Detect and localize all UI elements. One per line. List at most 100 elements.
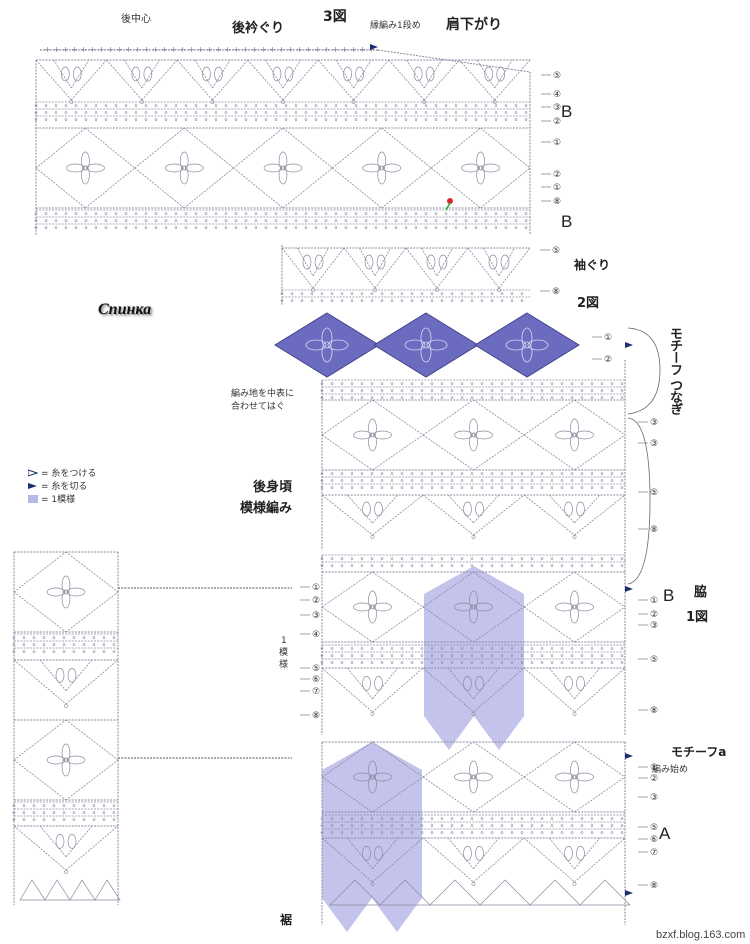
chain-dot [314,212,318,215]
chain-dot [334,118,338,121]
chain-dot [254,111,258,114]
stitch-line [39,825,67,858]
chain-dot [440,661,444,664]
motif-petal [420,341,432,363]
chain-dot [340,557,344,560]
stitch-line [574,494,626,536]
chain-dot [82,643,86,646]
chain-dot [450,389,454,392]
chain-dot [52,650,56,653]
chain-dot [330,817,334,820]
chain-dot [324,219,328,222]
chain-dot [435,288,439,292]
stitch-line [422,741,474,778]
chain-dot [62,636,66,639]
stitch-line [473,667,500,700]
row-number: ③ [650,621,658,631]
chain-dot [330,654,334,657]
chain-dot [124,226,128,229]
chain-dot [124,212,128,215]
chain-dot [244,212,248,215]
chain-dot [450,817,454,820]
chain-dot [540,479,544,482]
chain-dot [540,389,544,392]
chain-dot [370,472,374,475]
chain-dot [114,104,118,107]
stitch-line [70,59,90,89]
flower-petal [61,575,71,595]
chain-dot [64,104,68,107]
stitch-line [134,167,185,209]
chain-dot [380,654,384,657]
chain-dot [310,292,314,295]
cut-yarn-marker [625,890,633,896]
chain-dot [580,479,584,482]
one-repeat-3: 様 [279,660,289,670]
chain-dot [281,100,285,104]
chain-dot [560,389,564,392]
stitch-line [574,399,626,436]
chain-dot [500,661,504,664]
chain-dot [380,299,384,302]
chain-dot [424,104,428,107]
chain-dot [360,472,364,475]
chain-dot [500,299,504,302]
chain-dot [520,661,524,664]
chain-dot [390,557,394,560]
chain-dot [394,219,398,222]
chain-dot [350,557,354,560]
chain-dot [384,118,388,121]
stitch-line [353,59,390,101]
chain-dot [400,824,404,827]
plus-stitch: + [260,45,267,54]
stitch-line [405,247,438,289]
chain-dot [430,817,434,820]
chain-dot [62,643,66,646]
row-number: ⑥ [650,835,658,845]
chain-dot [102,811,106,814]
chain-dot [460,396,464,399]
chain-dot [450,824,454,827]
stitch-line [498,247,515,277]
stitch-line [459,59,496,101]
chain-dot [494,226,498,229]
stitch-line [13,825,67,871]
chain-dot [454,219,458,222]
chain-dot [500,557,504,560]
flower-petal [368,432,377,452]
chain-dot [524,219,528,222]
start-note: 編み始め [652,765,689,775]
chain-dot [330,396,334,399]
chain-dot [414,118,418,121]
chain-dot [314,219,318,222]
chain-dot [494,104,498,107]
legend: = 糸をつける = 糸を切る = 1模様 [28,466,96,505]
chain-dot [370,535,375,539]
stitch-line [422,571,474,608]
chain-dot [470,654,474,657]
stitch-line [381,127,432,169]
stitch-line [422,606,474,643]
chain-dot [490,817,494,820]
fan-petal [475,501,484,517]
chain-dot [370,396,374,399]
row-number: ⑧ [553,197,561,207]
chain-dot [480,486,484,489]
chain-dot [570,382,574,385]
stitch-line [321,434,373,471]
chain-dot [460,564,464,567]
chain-dot [600,824,604,827]
stitch-line [473,837,500,870]
stitch-line [473,434,525,471]
motif-square [474,312,580,378]
chain-dot [82,650,86,653]
chain-dot [460,831,464,834]
chain-dot [254,226,258,229]
flower-petal [454,602,473,612]
chain-dot [324,111,328,114]
row-number: ⑤ [552,246,560,256]
back-center-label: 後中心 [121,14,151,25]
chain-dot [454,111,458,114]
chain-dot [572,535,577,539]
chain-dot [74,212,78,215]
